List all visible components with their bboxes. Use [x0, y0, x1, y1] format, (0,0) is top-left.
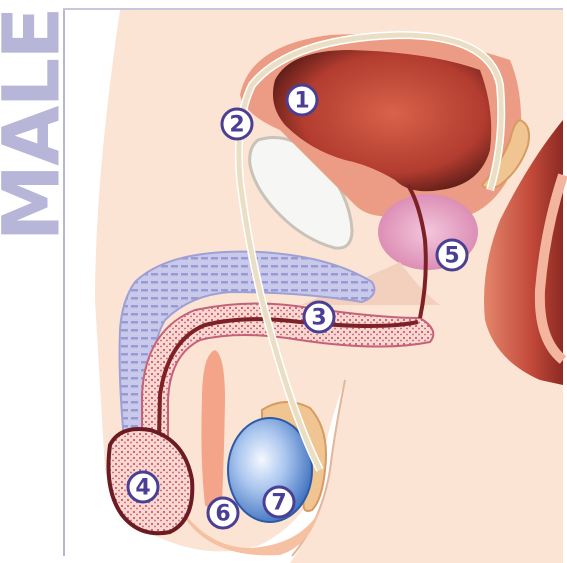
svg-text:6: 6 [215, 502, 230, 527]
svg-text:3: 3 [311, 306, 326, 331]
label-5: 5 [437, 240, 467, 270]
label-3: 3 [304, 302, 334, 332]
label-1: 1 [287, 85, 317, 115]
label-4: 4 [128, 472, 158, 502]
svg-text:4: 4 [135, 476, 150, 501]
label-6: 6 [208, 498, 238, 528]
svg-text:7: 7 [271, 491, 286, 516]
svg-text:1: 1 [294, 89, 309, 114]
svg-text:5: 5 [444, 244, 459, 269]
label-7: 7 [264, 487, 294, 517]
svg-text:2: 2 [229, 113, 244, 138]
label-2: 2 [222, 109, 252, 139]
